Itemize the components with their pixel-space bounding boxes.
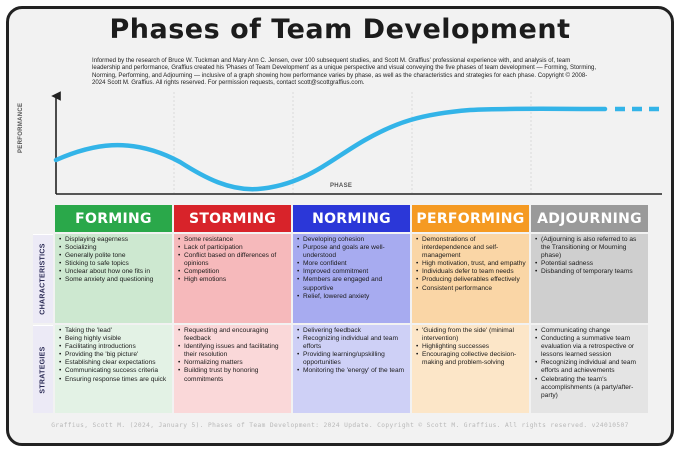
y-axis-label: PERFORMANCE — [18, 102, 24, 153]
list-item: (Adjourning is also referred to as the T… — [535, 236, 645, 260]
cell-norming-characteristics: Developing cohesionPurpose and goals are… — [293, 234, 410, 323]
cell-forming-strategies: Taking the 'lead'Being highly visibleFac… — [55, 325, 172, 413]
list-item: Members are engaged and supportive — [297, 276, 407, 292]
list-item: Relief, lowered anxiety — [297, 293, 407, 301]
cell-storming-strategies: Requesting and encouraging feedbackIdent… — [174, 325, 291, 413]
phase-header-forming: FORMING — [55, 205, 172, 232]
list-item: Establishing clear expectations — [59, 359, 169, 367]
list-item: Potential sadness — [535, 260, 645, 268]
citation-footer: Graffius, Scott M. (2024, January 5). Ph… — [51, 422, 629, 429]
x-axis-label: PHASE — [330, 183, 353, 189]
list-item: Unclear about how one fits in — [59, 268, 169, 276]
list-item: Recognizing individual and team efforts … — [535, 359, 645, 375]
list-item: Providing the 'big picture' — [59, 351, 169, 359]
page-title: Phases of Team Development — [109, 14, 571, 45]
list-item: High emotions — [178, 276, 288, 284]
row-label-strategies: STRATEGIES — [33, 325, 53, 413]
list-adjourning-characteristics: (Adjourning is also referred to as the T… — [535, 236, 645, 277]
phase-header-norming: NORMING — [293, 205, 410, 232]
list-item: Ensuring response times are quick — [59, 376, 169, 384]
cell-norming-strategies: Delivering feedbackRecognizing individua… — [293, 325, 410, 413]
list-item: Some resistance — [178, 236, 288, 244]
list-storming-characteristics: Some resistanceLack of participationConf… — [178, 236, 288, 285]
list-item: Socializing — [59, 244, 169, 252]
description-text: Informed by the research of Bruce W. Tuc… — [92, 57, 597, 87]
cell-performing-characteristics: Demonstrations of interdependence and se… — [412, 234, 529, 323]
list-item: Recognizing individual and team efforts — [297, 335, 407, 351]
list-item: Lack of participation — [178, 244, 288, 252]
cell-adjourning-strategies: Communicating changeConducting a summati… — [531, 325, 648, 413]
list-forming-characteristics: Displaying eagernessSocializingGenerally… — [59, 236, 169, 285]
list-item: Displaying eagerness — [59, 236, 169, 244]
list-item: Communicating success criteria — [59, 367, 169, 375]
list-item: Conflict based on differences of opinion… — [178, 252, 288, 268]
list-item: Celebrating the team's accomplishments (… — [535, 376, 645, 400]
list-item: Some anxiety and questioning — [59, 276, 169, 284]
list-item: Highlighting successes — [416, 343, 526, 351]
list-performing-strategies: 'Guiding from the side' (minimal interve… — [416, 327, 526, 367]
list-item: Encouraging collective decision-making a… — [416, 351, 526, 367]
list-item: Taking the 'lead' — [59, 327, 169, 335]
list-item: Facilitating introductions — [59, 343, 169, 351]
list-item: Producing deliverables effectively — [416, 276, 526, 284]
strategies-label: STRATEGIES — [39, 345, 47, 394]
list-forming-strategies: Taking the 'lead'Being highly visibleFac… — [59, 327, 169, 384]
performance-graph — [51, 91, 662, 195]
list-adjourning-strategies: Communicating changeConducting a summati… — [535, 327, 645, 400]
list-item: Purpose and goals are well-understood — [297, 244, 407, 260]
list-item: Providing learning/upskilling opportunit… — [297, 351, 407, 367]
list-item: High motivation, trust, and empathy — [416, 260, 526, 268]
list-item: Consistent performance — [416, 285, 526, 293]
list-item: Communicating change — [535, 327, 645, 335]
cell-adjourning-characteristics: (Adjourning is also referred to as the T… — [531, 234, 648, 323]
list-norming-strategies: Delivering feedbackRecognizing individua… — [297, 327, 407, 376]
list-storming-strategies: Requesting and encouraging feedbackIdent… — [178, 327, 288, 384]
list-item: 'Guiding from the side' (minimal interve… — [416, 327, 526, 343]
list-item: Developing cohesion — [297, 236, 407, 244]
list-item: Identifying issues and facilitating thei… — [178, 343, 288, 359]
phase-header-adjourning: ADJOURNING — [531, 205, 648, 232]
characteristics-label: CHARACTERISTICS — [39, 243, 47, 315]
list-item: Normalizing matters — [178, 359, 288, 367]
row-label-characteristics: CHARACTERISTICS — [33, 234, 53, 323]
list-item: Requesting and encouraging feedback — [178, 327, 288, 343]
phase-header-performing: PERFORMING — [412, 205, 529, 232]
list-performing-characteristics: Demonstrations of interdependence and se… — [416, 236, 526, 293]
list-item: Individuals defer to team needs — [416, 268, 526, 276]
list-item: Monitoring the 'energy' of the team — [297, 367, 407, 375]
list-item: Demonstrations of interdependence and se… — [416, 236, 526, 260]
list-item: Building trust by honoring commitments — [178, 367, 288, 383]
cell-forming-characteristics: Displaying eagernessSocializingGenerally… — [55, 234, 172, 323]
list-item: Conducting a summative team evaluation v… — [535, 335, 645, 359]
list-item: Sticking to safe topics — [59, 260, 169, 268]
list-item: Improved commitment — [297, 268, 407, 276]
list-item: Being highly visible — [59, 335, 169, 343]
cell-performing-strategies: 'Guiding from the side' (minimal interve… — [412, 325, 529, 413]
cell-storming-characteristics: Some resistanceLack of participationConf… — [174, 234, 291, 323]
list-item: Generally polite tone — [59, 252, 169, 260]
phase-header-storming: STORMING — [174, 205, 291, 232]
list-norming-characteristics: Developing cohesionPurpose and goals are… — [297, 236, 407, 301]
list-item: Disbanding of temporary teams — [535, 268, 645, 276]
performance-curve — [53, 106, 608, 192]
list-item: Competition — [178, 268, 288, 276]
list-item: More confident — [297, 260, 407, 268]
list-item: Delivering feedback — [297, 327, 407, 335]
